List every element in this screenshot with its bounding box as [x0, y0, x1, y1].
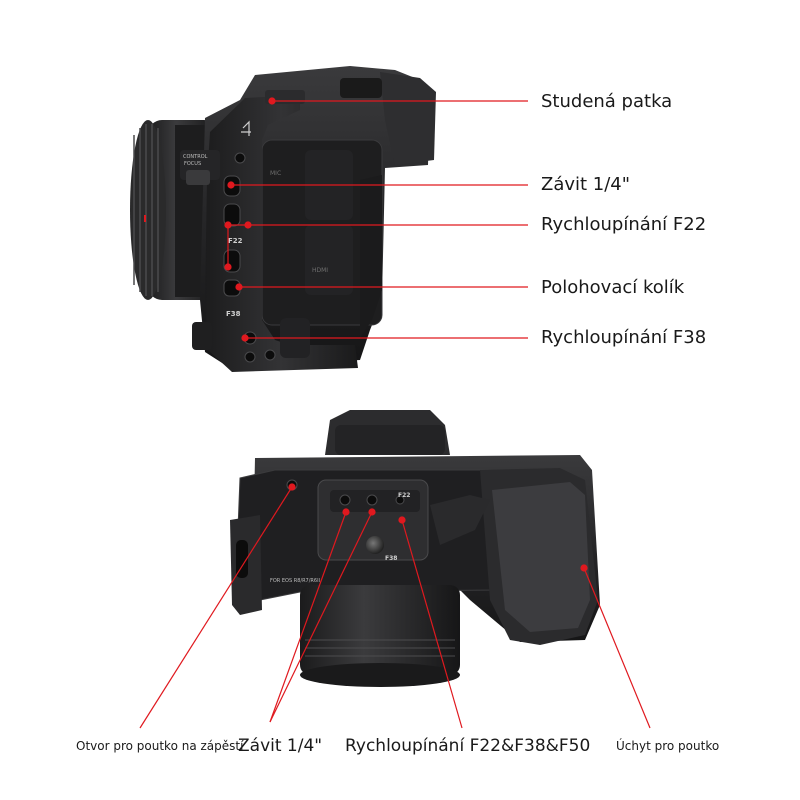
battery-door — [492, 482, 590, 632]
callout-dot-thread-b — [368, 508, 376, 516]
label-quick-release-multi: Rychloupínání F22&F38&F50 — [345, 736, 591, 756]
label-quick-release-f38: Rychloupínání F38 — [541, 327, 707, 348]
engraved-f38-bottom: F38 — [385, 555, 397, 562]
engraved-f22-bottom: F22 — [398, 492, 410, 499]
engraved-hdmi: HDMI — [312, 267, 328, 274]
engraved-control: CONTROL — [183, 154, 208, 160]
camera-screw — [366, 536, 384, 554]
label-strap-hole: Otvor pro poutko na zápěstí — [76, 739, 244, 753]
label-strap-holder: Úchyt pro poutko — [616, 739, 720, 753]
brand-mark-icon — [241, 120, 251, 136]
engraved-mic: MIC — [270, 170, 281, 177]
callout-dot-f22-c — [224, 263, 232, 271]
engraved-model: FOR EOS R8/R7/R6II — [270, 578, 320, 584]
callout-dot-cold-shoe — [268, 97, 276, 105]
label-cold-shoe: Studená patka — [541, 91, 673, 112]
engraved-f38-top: F38 — [226, 310, 241, 318]
engraved-f22-top: F22 — [228, 237, 243, 245]
engraved-focus: FOCUS — [184, 161, 201, 167]
top-callouts — [224, 97, 528, 342]
callout-dot-pin — [235, 283, 243, 291]
callout-dot-thread-a — [342, 508, 350, 516]
label-positioning-pin: Polohovací kolík — [541, 277, 685, 298]
callout-dot-f22-b — [244, 221, 252, 229]
cage-side-plate — [205, 95, 358, 372]
bottom-callouts — [139, 483, 651, 729]
callout-dot-strap-holder — [580, 564, 588, 572]
label-thread-quarter: Závit 1/4" — [541, 174, 631, 195]
callout-dot-quick-release — [398, 516, 406, 524]
top-camera-view: F22 F38 CONTROL FOCUS MIC HDMI — [130, 66, 436, 372]
bottom-camera-view: F22 F38 FOR EOS R8/R7/R6II — [230, 410, 600, 687]
callout-line-thread-b — [269, 511, 373, 723]
callout-dot-strap-hole — [288, 483, 296, 491]
callout-line-strap-holder — [583, 567, 651, 729]
callout-dot-thread — [227, 181, 235, 189]
lens-underside — [300, 585, 460, 675]
label-thread-quarter-bottom: Závit 1/4" — [238, 736, 323, 756]
callout-line-strap-hole — [139, 486, 293, 729]
label-quick-release-f22: Rychloupínání F22 — [541, 214, 707, 235]
callout-dot-f38 — [241, 334, 249, 342]
callout-line-thread-a — [269, 511, 347, 723]
callout-line-quick-release — [401, 519, 463, 729]
